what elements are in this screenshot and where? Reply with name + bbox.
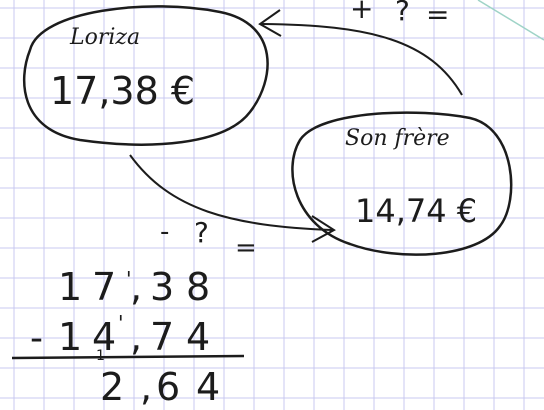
result-comma: , xyxy=(140,365,152,409)
result-digit-3: 4 xyxy=(196,365,220,409)
top-arrow: + ? = xyxy=(258,0,463,96)
top-arrow-head xyxy=(258,9,282,37)
top-arrow-path xyxy=(261,23,463,96)
bubble-right-name: Son frère xyxy=(345,126,450,151)
bottom-arrow: - ? = xyxy=(129,154,336,263)
bubble-right-amount: 14,74 € xyxy=(355,192,477,230)
margin-line xyxy=(477,0,544,41)
minuend-digit-2: 7 xyxy=(92,265,116,309)
subtraction: 1 7 , 3 8 - 1 4 , 7 4 ' ' 1 2 , 6 4 xyxy=(11,265,245,409)
minuend-comma: , xyxy=(130,265,142,309)
bubble-left: Loriza 17,38 € xyxy=(23,5,269,146)
bottom-arrow-question: ? xyxy=(194,216,209,249)
bubble-right: Son frère 14,74 € xyxy=(291,111,513,256)
bubble-left-amount: 17,38 € xyxy=(50,69,195,113)
bubble-right-outline xyxy=(291,111,513,256)
minuend-digit-1: 1 xyxy=(58,265,82,309)
top-arrow-equals: = xyxy=(426,0,449,31)
minus-sign: - xyxy=(30,318,43,359)
carry-mark-2: ' xyxy=(118,311,124,335)
subtrahend-digit-3: 7 xyxy=(150,315,174,359)
minuend-digit-4: 8 xyxy=(186,265,210,309)
bottom-arrow-equals: = xyxy=(235,233,257,263)
bubble-left-outline xyxy=(23,5,269,146)
subtrahend-digit-2: 4 xyxy=(92,315,116,359)
result-digit-2: 6 xyxy=(156,365,180,409)
result-line xyxy=(11,354,245,360)
bottom-arrow-head xyxy=(311,215,336,243)
subtrahend-digit-4: 4 xyxy=(186,315,210,359)
top-arrow-op: + xyxy=(350,0,373,25)
bubble-left-name: Loriza xyxy=(69,25,140,50)
minuend-digit-3: 3 xyxy=(150,265,174,309)
bottom-arrow-path xyxy=(129,154,333,231)
top-arrow-question: ? xyxy=(395,0,410,27)
subtrahend-comma: , xyxy=(130,315,142,359)
result-digit-1: 2 xyxy=(100,365,124,409)
bottom-arrow-op: - xyxy=(160,217,169,247)
subtrahend-digit-1: 1 xyxy=(58,315,82,359)
carry-mark-1: ' xyxy=(126,267,132,291)
